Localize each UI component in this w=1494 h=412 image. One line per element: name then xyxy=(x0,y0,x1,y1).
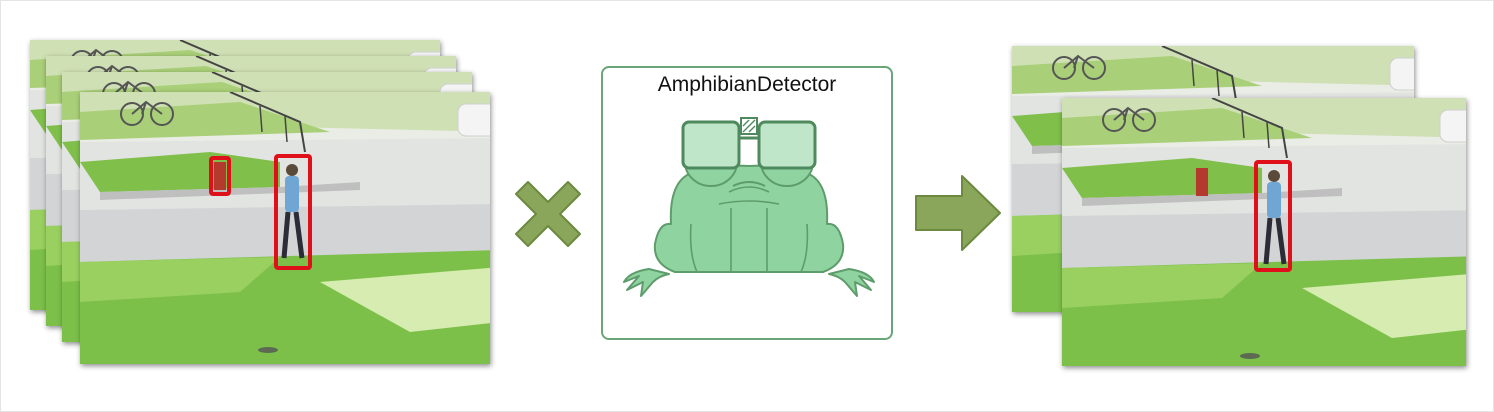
detector-title: AmphibianDetector xyxy=(657,73,837,96)
input-frame-front xyxy=(80,92,490,364)
detector-panel: AmphibianDetector xyxy=(601,66,893,340)
right-arrow-icon xyxy=(915,175,1001,251)
pedestrian-detection-box xyxy=(274,154,312,270)
output-frame-front xyxy=(1062,98,1466,366)
pedestrian-detection-box xyxy=(1254,160,1292,272)
hydrant-detection-box xyxy=(209,156,231,196)
times-icon xyxy=(515,181,581,247)
frog-with-glasses-icon xyxy=(623,117,875,297)
